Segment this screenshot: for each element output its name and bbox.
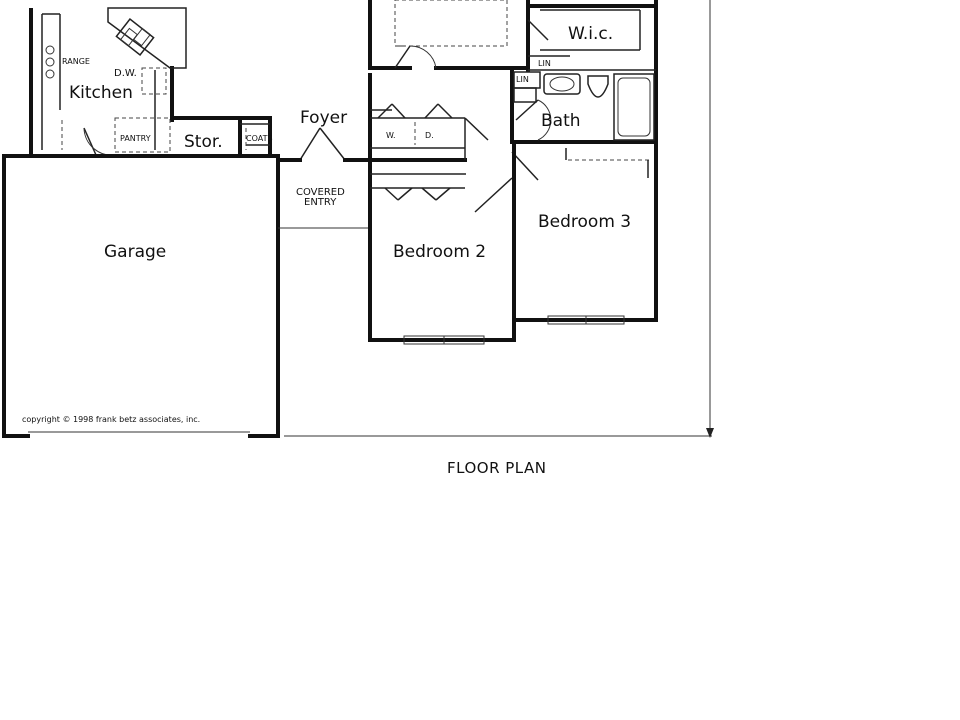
bath-area [510,68,658,144]
dryer-label: D. [425,131,434,140]
bedroom-2-label: Bedroom 2 [393,242,486,262]
storage-label: Stor. [184,132,223,152]
coats-label: COATS [246,134,273,143]
storage-foyer-area [170,116,372,162]
linen-label-1: LIN [538,59,551,68]
covered-entry-label-2: ENTRY [304,197,337,208]
bedroom-2-area [368,143,516,345]
hall-laundry-area [368,73,539,213]
bedroom-3-label: Bedroom 3 [538,212,631,232]
dishwasher-label: D.W. [114,68,137,79]
covered-entry-area [278,227,712,437]
foyer-label: Foyer [300,108,347,128]
washer-label: W. [386,131,396,140]
wic-label: W.i.c. [568,24,613,44]
covered-entry-label-1: COVERED [296,187,345,198]
upper-rooms [368,0,658,142]
bedroom-3-area [512,143,658,325]
bath-label: Bath [541,111,581,131]
pantry-label: PANTRY [120,134,151,143]
range-label: RANGE [62,57,90,66]
floor-plan-caption: FLOOR PLAN [447,459,546,477]
garage-label: Garage [104,242,166,262]
kitchen-area [29,7,187,157]
copyright-label: copyright © 1998 frank betz associates, … [22,415,200,424]
linen-label-2: LIN [516,75,529,84]
dimension-line [706,0,714,438]
kitchen-label: Kitchen [69,83,133,103]
garage-area [2,154,280,438]
